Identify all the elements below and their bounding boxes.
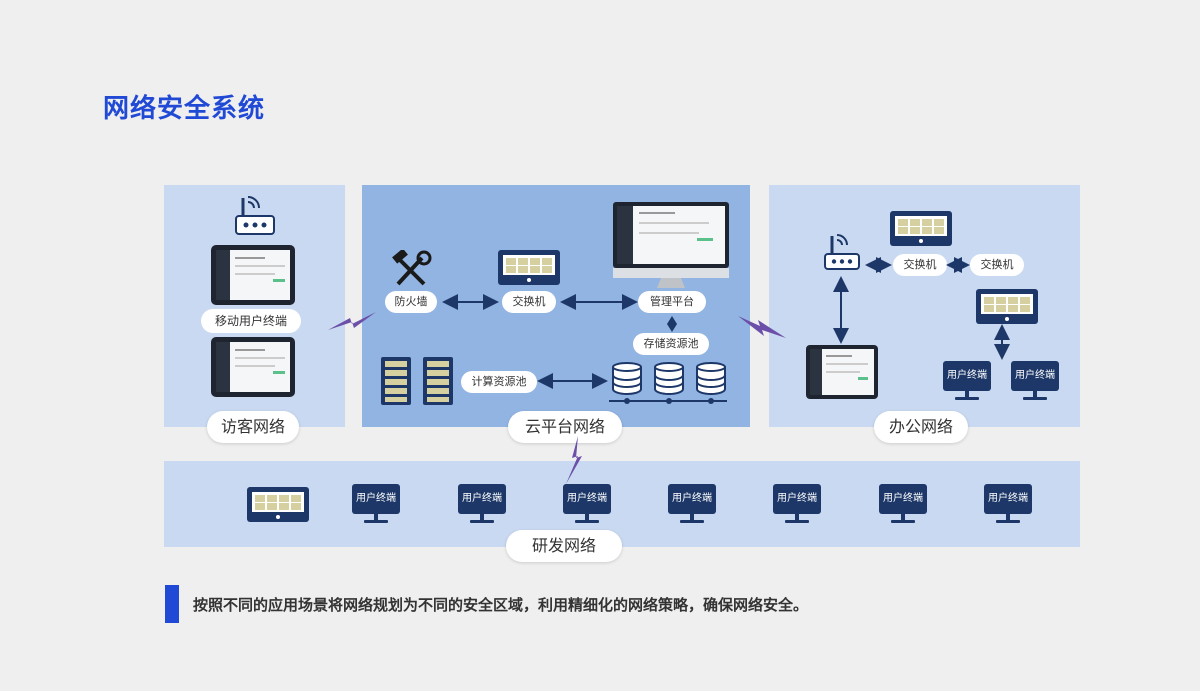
- dev-network-label: 研发网络: [506, 530, 622, 562]
- storage-pool-label: 存储资源池: [633, 333, 709, 355]
- tablet-icon: [211, 245, 295, 305]
- server-rack-icon: [381, 357, 453, 405]
- footer-accent-bar: [165, 585, 179, 623]
- dev-network-panel: [164, 461, 1080, 547]
- switch-label: 交换机: [970, 254, 1024, 276]
- switch-label: 交换机: [502, 291, 556, 313]
- tools-icon: [392, 250, 432, 286]
- router-icon: [235, 196, 275, 235]
- page-title: 网络安全系统: [103, 94, 266, 124]
- mgmt-platform-label: 管理平台: [638, 291, 706, 313]
- firewall-label: 防火墙: [385, 291, 437, 313]
- user-terminal-icon: 用户终端: [879, 484, 927, 524]
- user-terminal-icon: 用户终端: [458, 484, 506, 524]
- footer-description: 按照不同的应用场景将网络规划为不同的安全区域，利用精细化的网络策略，确保网络安全…: [193, 596, 809, 614]
- user-terminal-icon: 用户终端: [1011, 361, 1059, 401]
- router-icon: [824, 234, 860, 270]
- mobile-terminal-label: 移动用户终端: [201, 309, 301, 333]
- user-terminal-icon: 用户终端: [352, 484, 400, 524]
- database-icon: [609, 362, 727, 404]
- user-terminal-icon: 用户终端: [984, 484, 1032, 524]
- tablet-icon: [211, 337, 295, 397]
- user-terminal-icon: 用户终端: [563, 484, 611, 524]
- switch-icon: [247, 487, 309, 522]
- switch-icon: [976, 289, 1038, 324]
- user-terminal-icon: 用户终端: [943, 361, 991, 401]
- compute-pool-label: 计算资源池: [461, 371, 537, 393]
- office-network-label: 办公网络: [874, 411, 968, 443]
- user-terminal-icon: 用户终端: [668, 484, 716, 524]
- monitor-icon: [613, 202, 729, 288]
- switch-icon: [890, 211, 952, 246]
- switch-icon: [498, 250, 560, 285]
- tablet-icon: [806, 345, 878, 399]
- switch-label: 交换机: [893, 254, 947, 276]
- user-terminal-icon: 用户终端: [773, 484, 821, 524]
- guest-network-label: 访客网络: [207, 411, 299, 443]
- cloud-network-label: 云平台网络: [508, 411, 622, 443]
